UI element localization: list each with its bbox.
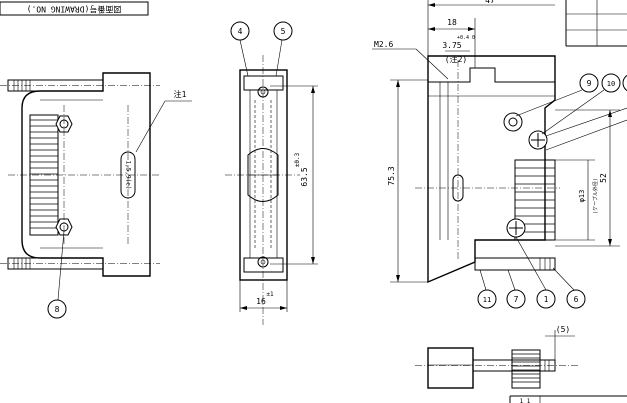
balloon-6: [566, 289, 586, 309]
balloon-5-label: 5: [281, 27, 286, 36]
balloon-partial: [622, 74, 627, 92]
balloon-11: [477, 289, 497, 309]
dim-75-3-value: 75.3: [387, 166, 396, 185]
balloon-1-label: 1: [544, 295, 549, 304]
note-1-callout: 注1: [135, 89, 192, 153]
dim-18-value: 18: [447, 18, 457, 27]
front-view: 1,5,9(e) 注1 8: [0, 72, 192, 319]
balloon-5: [273, 21, 293, 41]
balloon-6-label: 6: [574, 295, 579, 304]
dim-3-75: 3.75 +0.4 0 (注2): [442, 35, 475, 64]
drawing-number-label: 図面番号(DRAWING NO.): [27, 5, 122, 15]
dim-5-value: (5): [556, 325, 570, 334]
dim-3-75-value: 3.75: [442, 41, 461, 50]
jack-screw-bottom: [0, 257, 160, 270]
right-body: [427, 55, 556, 284]
bottom-view: (5): [415, 325, 580, 389]
balloon-4: [230, 21, 250, 41]
dim-dia-13: φ13 (ケーブル外径): [555, 159, 599, 241]
note-2-label: (注2): [445, 54, 467, 64]
side-view: 4 5 63.5 ±0.3 16 ±1: [225, 21, 318, 325]
dim-47-value: 47: [485, 0, 495, 5]
dim-dia-13-value: φ13: [578, 190, 586, 203]
parts-table-fragment: [565, 0, 627, 47]
dim-3-75-tol: +0.4 0: [457, 35, 475, 41]
balloon-9-label: 9: [587, 79, 592, 88]
dim-47: 47: [427, 0, 555, 56]
note-1-label: 注1: [174, 89, 187, 99]
dim-dia-13-note: (ケーブル外径): [592, 178, 599, 214]
sheet-number: 1 1: [520, 398, 531, 403]
dim-18: 18: [428, 18, 476, 68]
dim-16-tol: ±1: [266, 291, 274, 298]
m2-6-callout: M2.6: [372, 40, 449, 80]
balloon-10-label: 10: [607, 80, 615, 88]
dim-52-value: 52: [599, 173, 608, 183]
balloon-7: [506, 289, 526, 309]
dim-52: 52: [555, 109, 620, 247]
dim-63-5-tol: ±0.3: [294, 152, 301, 167]
right-grip-ribs: [514, 159, 556, 241]
sheet-table-fragment: 1 1: [509, 395, 627, 403]
grip-ribs: [29, 114, 59, 236]
dim-63-5: 63.5 ±0.3: [270, 85, 318, 265]
balloon-7-label: 7: [514, 295, 519, 304]
jack-screw-top: [0, 79, 160, 92]
right-view: 47 18 3.75 +0.4 0 (注2) M2.6: [372, 0, 627, 309]
balloon-4-label: 4: [238, 27, 243, 36]
screw-9: [503, 112, 523, 132]
balloon-10: [601, 73, 621, 93]
balloon-9: [579, 73, 599, 93]
balloon-8: [47, 299, 67, 319]
dim-63-5-value: 63.5: [300, 167, 309, 186]
m2-6-label: M2.6: [374, 40, 393, 49]
drawing-number-box: 図面番号(DRAWING NO.): [0, 1, 149, 16]
balloon-1: [536, 289, 556, 309]
dim-16-value: 16: [256, 297, 266, 306]
dim-75-3: 75.3: [387, 79, 428, 283]
balloon-8-label: 8: [55, 305, 60, 314]
dim-16: 16 ±1: [239, 280, 288, 312]
balloon-11-label: 11: [483, 296, 491, 304]
hood-outline: [21, 72, 151, 277]
